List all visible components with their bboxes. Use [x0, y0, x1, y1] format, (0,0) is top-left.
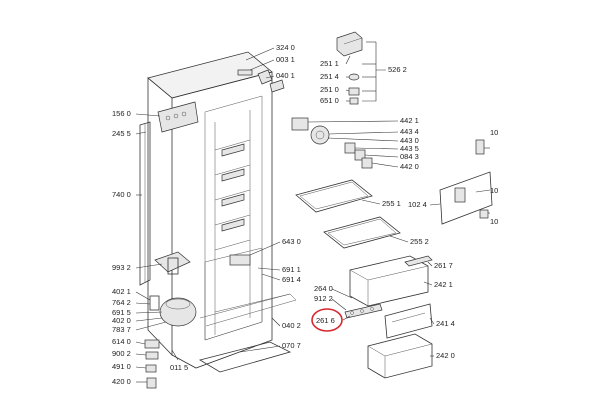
callout-label: 10 [490, 217, 498, 226]
callout-label: 691 1 [282, 265, 301, 274]
leader-lines [135, 41, 491, 383]
callout-label: 443 4 [400, 127, 419, 136]
callout-label: 040 1 [276, 71, 295, 80]
callout-label: 084 3 [400, 152, 419, 161]
callout-label: 003 1 [276, 55, 295, 64]
callout-label: 764 2 [112, 298, 131, 307]
glass-shelf-upper [295, 179, 373, 213]
callout-label: 255 2 [410, 237, 429, 246]
callout-label-highlighted: 261 6 [316, 316, 335, 325]
callout-label: 251 4 [320, 72, 339, 81]
callout-label: 10 [490, 186, 498, 195]
lamp-fan-group [291, 117, 373, 169]
callout-label: 241 4 [436, 319, 455, 328]
callout-label: 491 0 [112, 362, 131, 371]
callout-label: 614 0 [112, 337, 131, 346]
top-right-clip-group [336, 31, 363, 105]
callout-label: 264 0 [314, 284, 333, 293]
callout-label: 242 0 [436, 351, 455, 360]
callout-label: 156 0 [112, 109, 131, 118]
rear-condenser [199, 293, 297, 327]
callout-label: 102 4 [408, 200, 427, 209]
shelf-rails [214, 139, 251, 251]
glass-shelf-lower [323, 216, 401, 249]
callout-label: 10 [490, 128, 498, 137]
callout-label: 420 0 [112, 377, 131, 386]
callout-label: 442 0 [400, 162, 419, 171]
callout-label: 070 7 [282, 341, 301, 350]
callout-label: 526 2 [388, 65, 407, 74]
callout-label: 443 5 [400, 144, 419, 153]
callout-label: 691 4 [282, 275, 301, 284]
callout-label: 993 2 [112, 263, 131, 272]
callout-label: 242 1 [434, 280, 453, 289]
callout-label: 402 1 [112, 287, 131, 296]
door-panel [439, 139, 493, 225]
drawer-cover-rail [404, 255, 433, 267]
callout-label: 324 0 [276, 43, 295, 52]
callout-label: 651 0 [320, 96, 339, 105]
callout-label: 245 5 [112, 129, 131, 138]
callout-label: 402 0 [112, 316, 131, 325]
callout-label: 783 7 [112, 325, 131, 334]
callout-label: 251 1 [320, 59, 339, 68]
fridge-cabinet [147, 51, 292, 373]
crisper-drawer-lower [367, 333, 433, 379]
drawer-slide-rail [344, 303, 383, 319]
callout-labels: 324 0 003 1 040 1 156 0 245 5 740 0 993 … [112, 43, 498, 386]
callout-label: 740 0 [112, 190, 131, 199]
crisper-drawer-upper [349, 255, 429, 307]
callout-label: 011 5 [170, 363, 188, 372]
highlight-circle [311, 308, 343, 332]
callout-label: 643 0 [282, 237, 301, 246]
compressor [149, 295, 197, 327]
thermostat-box [154, 251, 191, 275]
crisper-front-panel [384, 303, 433, 339]
callout-label: 040 2 [282, 321, 301, 330]
callout-label: 443 0 [400, 136, 419, 145]
callout-label: 442 1 [400, 116, 419, 125]
callout-label: 251 0 [320, 85, 339, 94]
small-brackets [144, 339, 160, 389]
callout-label: 900 2 [112, 349, 131, 358]
callout-label: 691 5 [112, 308, 131, 317]
callout-label: 255 1 [382, 199, 401, 208]
callout-label: 261 7 [434, 261, 453, 270]
fan-vent-assembly [157, 101, 199, 133]
callout-label: 912 2 [314, 294, 333, 303]
door-gasket-strip [139, 121, 151, 286]
